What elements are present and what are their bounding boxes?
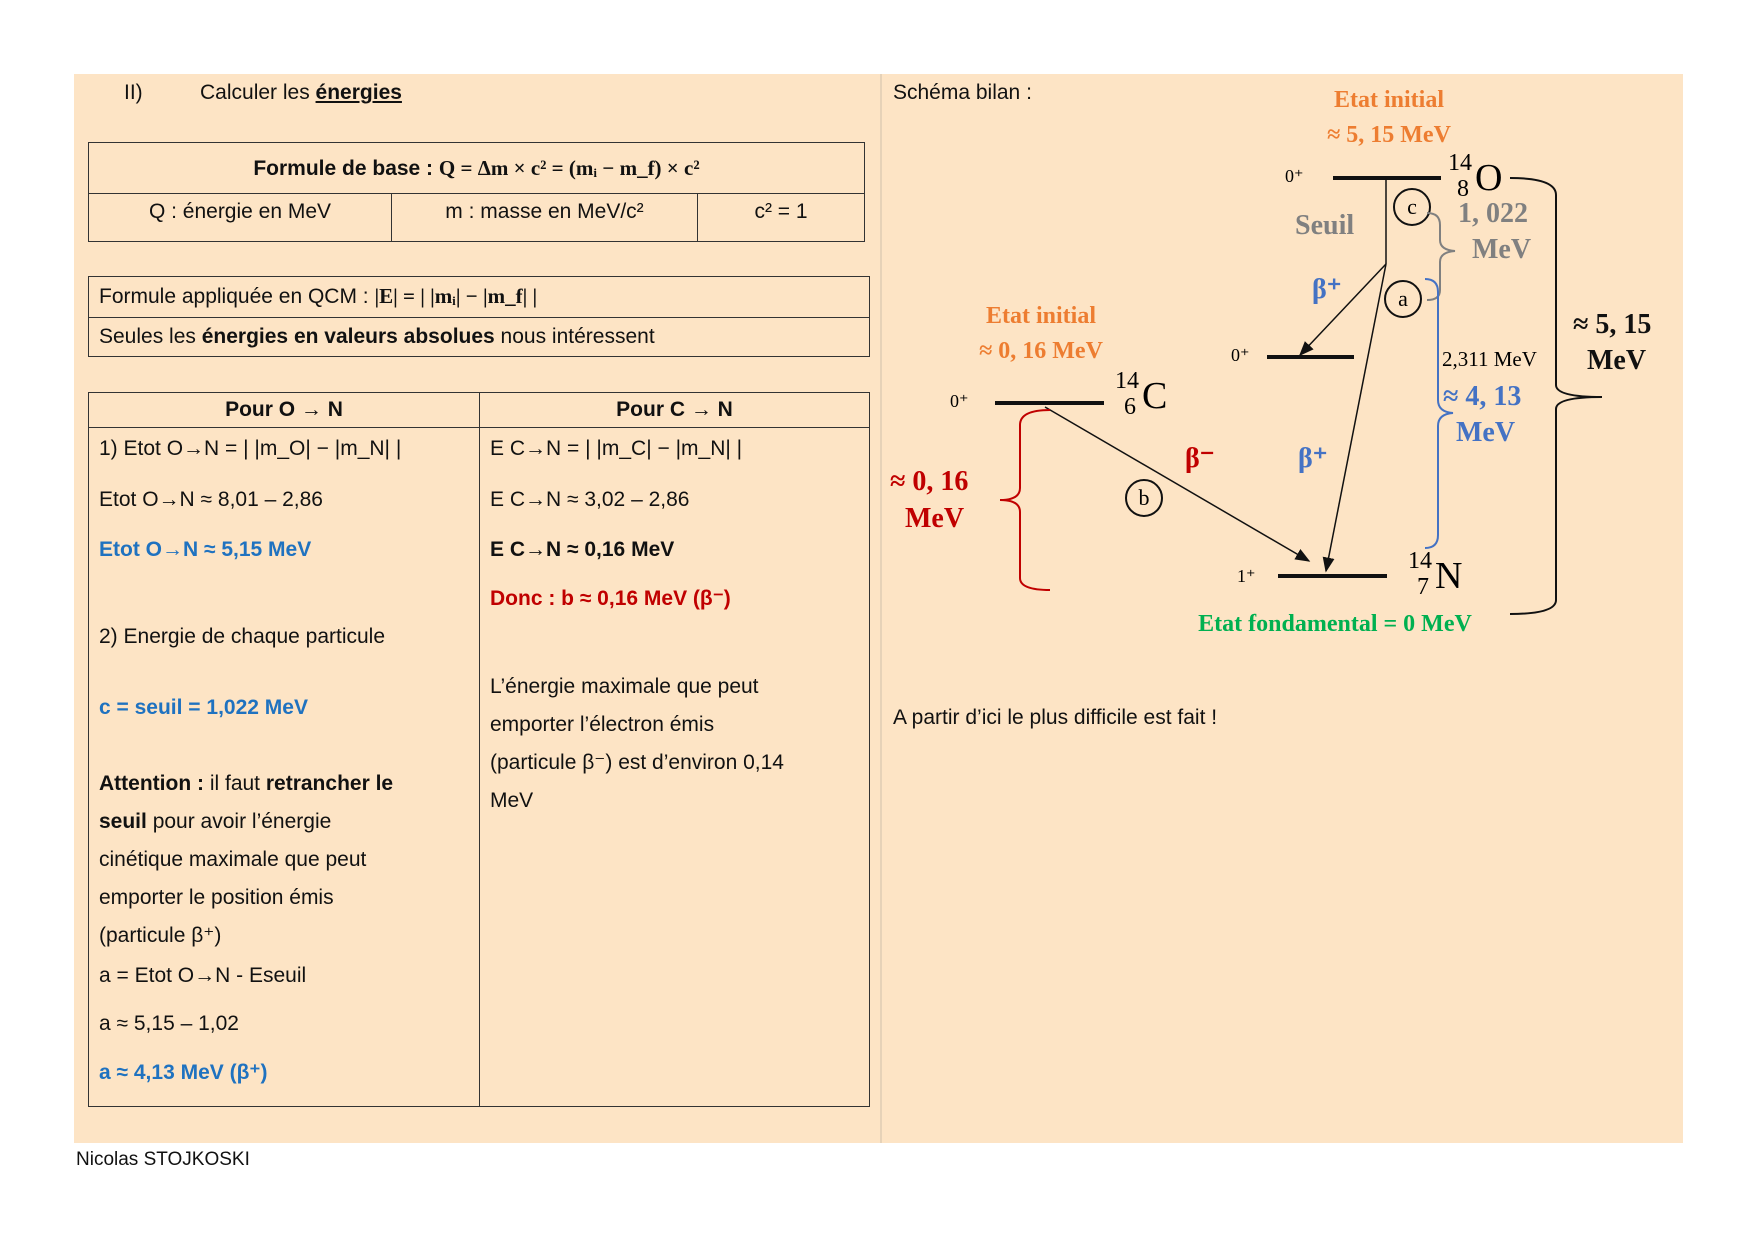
base-formula-row: Formule de base : Q = Δm × c² = (mᵢ − m_…	[88, 142, 865, 194]
beta-minus-arrow	[1044, 406, 1311, 562]
c-circle	[1393, 188, 1431, 226]
n-mass-number: 14	[1408, 548, 1432, 574]
schema-title: Schéma bilan :	[893, 81, 1032, 104]
qcm-formula-row: Formule appliquée en QCM : |E| = | |mᵢ| …	[88, 276, 870, 318]
attention-line-3: cinétique maximale que peut	[99, 848, 367, 871]
c-n-result: E C→N ≈ 0,16 MeV	[490, 538, 675, 561]
attention-emph: retrancher le	[265, 772, 394, 795]
attention-emph-2: seuil	[99, 810, 147, 833]
c-circle-label: c	[1407, 194, 1417, 219]
electron-note-2: emporter l’électron émis	[490, 713, 715, 736]
a-circle	[1384, 280, 1422, 318]
a-formula: a = Etot O→N - Eseuil	[99, 964, 307, 987]
attention-label: Attention :	[99, 772, 204, 795]
particle-energy-heading: 2) Energie de chaque particule	[99, 625, 386, 648]
o-n-result: Etot O→N ≈ 5,15 MeV	[99, 538, 312, 561]
attention-text: il faut	[203, 772, 266, 795]
qcm-note-pre: Seules les	[99, 324, 202, 348]
section-title-emphasis: énergies	[315, 81, 402, 104]
c-initial-state-label: Etat initial	[986, 303, 1096, 329]
c-n-substitution: E C→N ≈ 3,02 – 2,86	[490, 488, 690, 511]
excited-energy: 2,311 MeV	[1442, 347, 1537, 371]
attention-line-1: Attention : il faut retrancher le	[99, 773, 393, 794]
c-initial-energy: ≈ 0, 16 MeV	[979, 338, 1103, 364]
qcm-formula: |E| = | |mᵢ| − |m_f| |	[374, 284, 538, 309]
beta-plus-label-1: β⁺	[1312, 274, 1342, 305]
beta-minus-label: β⁻	[1185, 443, 1215, 474]
base-formula-label: Formule de base :	[253, 156, 439, 180]
n-atomic-number: 7	[1417, 574, 1429, 600]
column-divider	[880, 74, 882, 1143]
electron-note-1: L’énergie maximale que peut	[490, 675, 759, 698]
qcm-note-bold: énergies en valeurs absolues	[201, 324, 495, 348]
header-o-to-n: Pour O → N	[88, 392, 480, 428]
section-number: II)	[124, 81, 143, 104]
o-atomic-number: 8	[1457, 176, 1469, 202]
a-energy-unit: MeV	[1456, 417, 1515, 448]
b-energy-brace	[999, 409, 1051, 591]
attention-line-4: emporter le position émis	[99, 886, 334, 909]
qcm-formula-label: Formule appliquée en QCM :	[99, 285, 375, 309]
qcm-note: Seules les énergies en valeurs absolues …	[88, 316, 870, 358]
b-circle-label: b	[1139, 485, 1150, 510]
o-n-formula: 1) Etot O→N = | |m_O| − |m_N| |	[99, 437, 402, 460]
base-formula-table: Formule de base : Q = Δm × c² = (mᵢ − m_…	[88, 142, 865, 242]
o-n-substitution: Etot O→N ≈ 8,01 – 2,86	[99, 488, 323, 511]
a-substitution: a ≈ 5,15 – 1,02	[99, 1012, 239, 1035]
n-spin: 1⁺	[1237, 566, 1256, 586]
attention-line-5: (particule β⁺)	[99, 924, 222, 947]
conclusion-text: A partir d’ici le plus difficile est fai…	[893, 706, 1218, 729]
b-result: Donc : b ≈ 0,16 MeV (β⁻)	[490, 587, 731, 610]
c-definition: c² = 1	[697, 193, 865, 242]
seuil-value: c = seuil = 1,022 MeV	[99, 696, 308, 719]
ground-state-label: Etat fondamental = 0 MeV	[1198, 611, 1472, 637]
section-title-prefix: Calculer les	[200, 81, 316, 104]
qcm-note-post: nous intéressent	[494, 324, 655, 348]
electron-note-3: (particule β⁻) est d’environ 0,14	[490, 751, 784, 774]
seuil-value-label: 1, 022	[1458, 198, 1528, 229]
footer-author: Nicolas STOJKOSKI	[76, 1149, 250, 1170]
o-spin: 0⁺	[1285, 166, 1304, 186]
total-energy-unit: MeV	[1587, 345, 1646, 376]
beta-plus-arrow-ground	[1322, 263, 1387, 573]
base-formula: Q = Δm × c² = (mᵢ − m_f) × c²	[438, 155, 700, 180]
seuil-unit-label: MeV	[1472, 234, 1531, 265]
c-spin: 0⁺	[950, 391, 969, 411]
excited-spin: 0⁺	[1231, 345, 1250, 365]
attention-line-2: seuil pour avoir l’énergie	[99, 811, 331, 832]
total-energy-label: ≈ 5, 15	[1573, 309, 1651, 340]
o-symbol: O	[1475, 157, 1502, 199]
seuil-brace	[1426, 212, 1456, 301]
o-initial-state-label: Etat initial	[1334, 87, 1444, 113]
o-mass-number: 14	[1448, 150, 1472, 176]
o-initial-energy: ≈ 5, 15 MeV	[1327, 122, 1451, 148]
column-o-to-n	[88, 427, 480, 1107]
b-energy-unit: MeV	[905, 503, 964, 534]
a-circle-label: a	[1398, 286, 1408, 311]
n-symbol: N	[1435, 555, 1462, 597]
beta-plus-arrow-excited	[1298, 263, 1387, 357]
qcm-formula-table: Formule appliquée en QCM : |E| = | |mᵢ| …	[88, 276, 870, 358]
c-n-formula: E C→N = | |m_C| − |m_N| |	[490, 437, 743, 460]
a-energy-brace	[1424, 278, 1454, 549]
c-mass-number: 14	[1115, 368, 1139, 394]
q-definition: Q : énergie en MeV	[88, 193, 392, 242]
a-result: a ≈ 4,13 MeV (β⁺)	[99, 1061, 268, 1084]
b-circle	[1125, 479, 1163, 517]
c-atomic-number: 6	[1124, 394, 1136, 420]
column-c-to-n	[479, 427, 870, 1107]
a-energy-label: ≈ 4, 13	[1443, 381, 1521, 412]
b-energy-label: ≈ 0, 16	[890, 466, 968, 497]
seuil-label: Seuil	[1295, 210, 1354, 241]
m-definition: m : masse en MeV/c²	[391, 193, 698, 242]
electron-note-4: MeV	[490, 789, 534, 812]
c-symbol: C	[1142, 375, 1167, 417]
section-title: Calculer les énergies	[200, 82, 402, 103]
beta-plus-label-2: β⁺	[1298, 443, 1328, 474]
total-energy-brace	[1509, 177, 1603, 615]
attention-text-2: pour avoir l’énergie	[146, 810, 332, 833]
